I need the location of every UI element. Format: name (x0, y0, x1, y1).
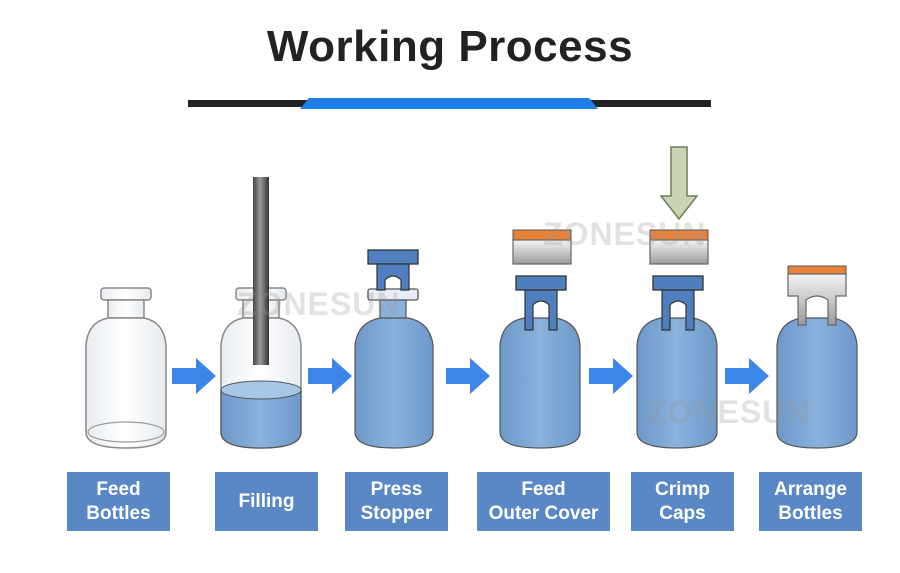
step-label-feed-bottles: Feed Bottles (67, 472, 170, 531)
flow-arrow-icon (308, 358, 352, 394)
flow-arrow-icon (446, 358, 490, 394)
step-label-crimp-caps: Crimp Caps (631, 472, 734, 531)
flow-arrow-icon (172, 358, 216, 394)
watermark: ZONESUN (543, 216, 707, 252)
crimp-press-arrow-icon (659, 146, 699, 221)
step-label-arrange-bottles: Arrange Bottles (759, 472, 862, 531)
filling-nozzle-icon (253, 177, 269, 365)
watermark: ZONESUN (237, 286, 401, 322)
watermark: ZONESUN (647, 394, 811, 430)
capped-bottle-icon (776, 265, 858, 449)
crimp-cap-bottle-icon (636, 229, 718, 449)
empty-bottle-icon (85, 287, 167, 449)
outer-cover-bottle-icon (499, 229, 581, 449)
title-underline-accent (300, 98, 598, 109)
step-label-filling: Filling (215, 472, 318, 531)
flow-arrow-icon (725, 358, 769, 394)
flow-arrow-icon (589, 358, 633, 394)
page-title: Working Process (266, 22, 634, 71)
stoppered-bottle-icon (354, 249, 434, 449)
step-label-press-stopper: Press Stopper (345, 472, 448, 531)
step-label-feed-outer-cover: Feed Outer Cover (477, 472, 610, 531)
